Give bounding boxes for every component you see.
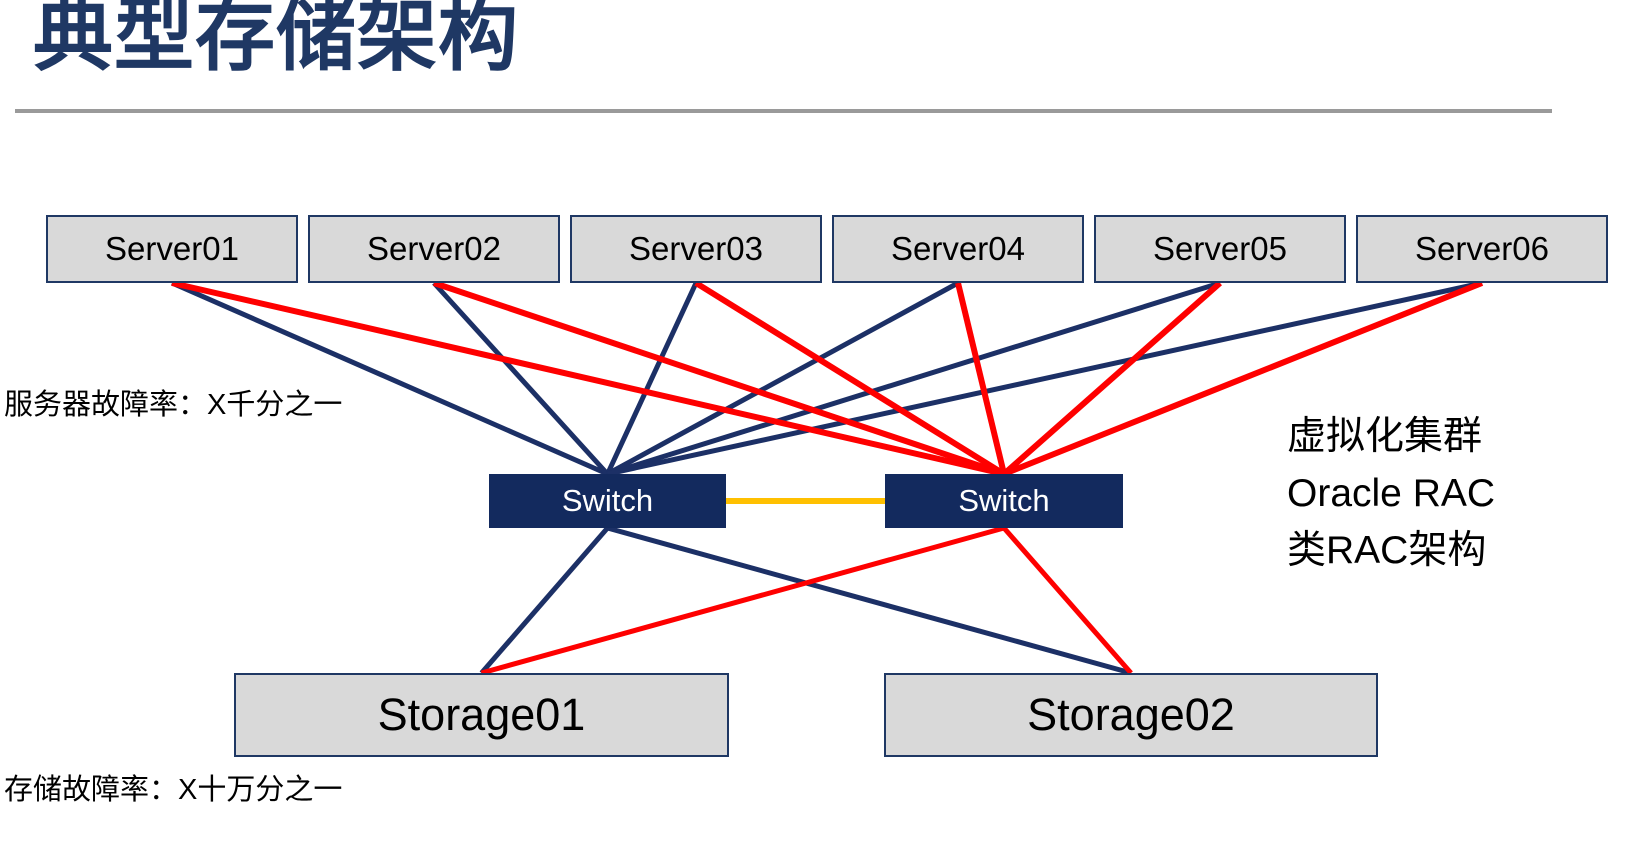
server03-label: Server03 xyxy=(629,230,763,267)
connection-line-red xyxy=(171,280,1005,477)
connection-line-navy xyxy=(432,281,610,476)
server01-label: Server01 xyxy=(105,230,239,267)
server03-box: Server03 xyxy=(570,215,822,283)
connection-line-red xyxy=(433,280,1005,477)
storage02-box: Storage02 xyxy=(884,673,1378,757)
connection-line-navy xyxy=(606,280,1483,477)
storage01-label: Storage01 xyxy=(377,689,586,740)
storage01-box: Storage01 xyxy=(234,673,729,757)
connection-line-red xyxy=(480,525,1005,676)
server02-box: Server02 xyxy=(308,215,560,283)
switch-a-label: Switch xyxy=(561,483,654,518)
cluster-note-line-1: 虚拟化集群 xyxy=(1287,415,1483,458)
connection-line-navy xyxy=(606,525,1132,676)
connection-line-red xyxy=(694,280,1006,477)
server05-label: Server05 xyxy=(1153,230,1287,267)
switch-b-box: Switch xyxy=(885,474,1123,528)
title-divider xyxy=(15,109,1552,113)
connection-line-navy xyxy=(170,280,609,477)
server04-label: Server04 xyxy=(891,230,1025,267)
server05-box: Server05 xyxy=(1094,215,1346,283)
connection-line-red xyxy=(1002,280,1222,477)
connection-line-navy xyxy=(479,526,610,675)
server06-label: Server06 xyxy=(1415,230,1549,267)
server04-box: Server04 xyxy=(832,215,1084,283)
storage-failure-rate-note: 存储故障率：X十万分之一 xyxy=(4,774,343,806)
connection-line-navy xyxy=(606,280,960,477)
switch-b-label: Switch xyxy=(958,483,1050,518)
cluster-note-line-3: 类RAC架构 xyxy=(1287,529,1487,572)
server06-box: Server06 xyxy=(1356,215,1608,283)
storage02-label: Storage02 xyxy=(1027,689,1235,740)
cluster-note: 虚拟化集群 Oracle RAC 类RAC架构 xyxy=(1287,408,1495,579)
server-failure-rate-note: 服务器故障率：X千分之一 xyxy=(4,389,343,421)
server02-label: Server02 xyxy=(367,230,501,267)
cluster-note-line-2: Oracle RAC xyxy=(1287,472,1496,515)
connection-line-navy xyxy=(605,281,699,476)
connection-line-red xyxy=(1002,280,1484,477)
switch-a-box: Switch xyxy=(489,474,726,528)
connection-line-red xyxy=(1002,526,1133,675)
page-title: 典型存储架构 xyxy=(33,0,519,80)
connection-line-red xyxy=(955,282,1007,475)
connection-line-navy xyxy=(606,280,1221,477)
server01-box: Server01 xyxy=(46,215,298,283)
